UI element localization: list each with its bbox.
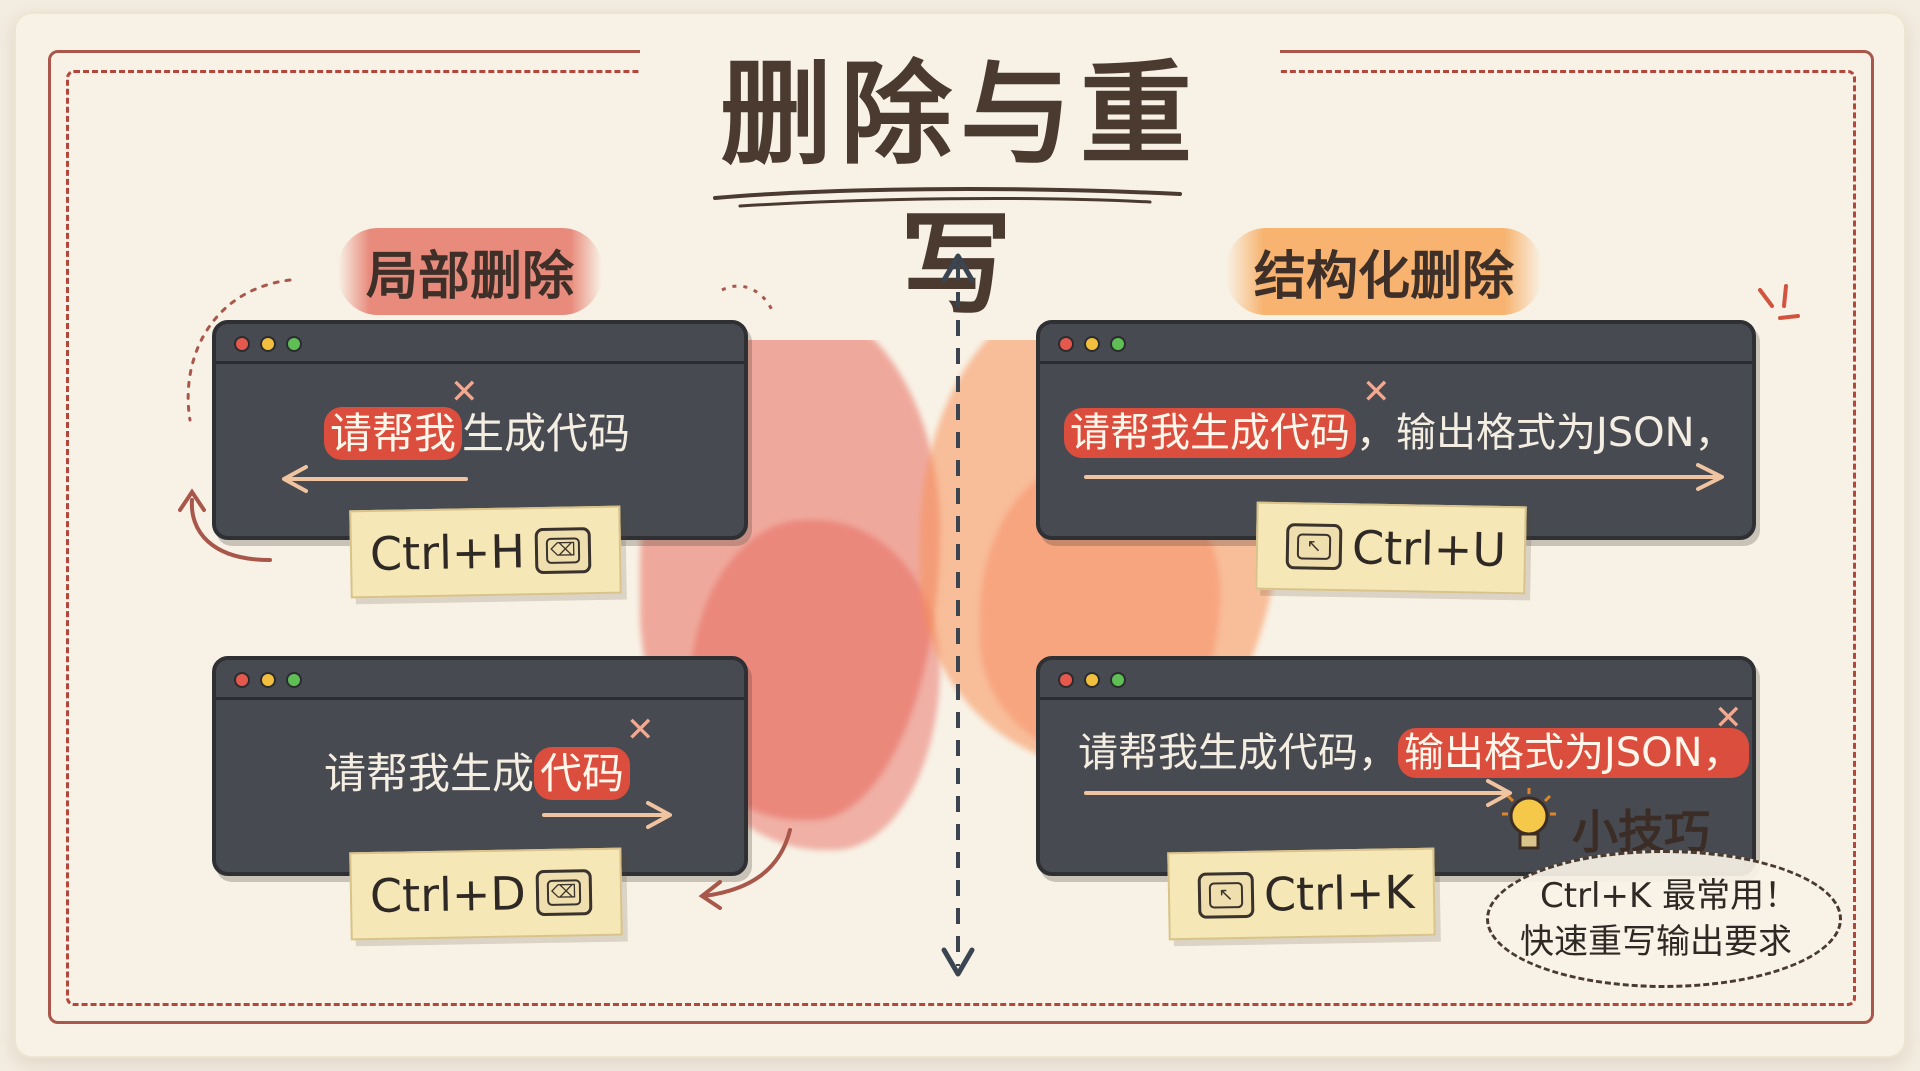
curved-dotted-arrow-doodle <box>178 278 292 562</box>
terminal-window-ctrl-h: 请帮我生成代码 ✕ <box>212 320 748 540</box>
tip-text-line-2: 快速重写输出要求 <box>1520 922 1792 962</box>
section-label-local-delete: 局部删除 <box>338 228 603 315</box>
close-dot-icon <box>1058 336 1074 352</box>
shortcut-label: Ctrl+H <box>369 524 526 582</box>
backspace-key-icon: ⌫ <box>535 869 593 917</box>
plain-text: 请帮我生成 <box>324 749 535 798</box>
cursor-key-icon: ↖ <box>1197 871 1255 919</box>
sparkle-doodle <box>721 284 774 311</box>
shortcut-card-ctrl-k: ↖ Ctrl+K <box>1167 847 1436 941</box>
minimize-dot-icon <box>1084 672 1100 688</box>
minimize-dot-icon <box>1084 336 1100 352</box>
close-dot-icon <box>234 336 250 352</box>
close-dot-icon <box>234 672 250 688</box>
page-title: 删除与重写 <box>640 40 1280 340</box>
highlighted-text: 请帮我 <box>324 407 463 460</box>
section-label-structured-delete: 结构化删除 <box>1226 228 1543 315</box>
window-titlebar <box>1040 660 1752 700</box>
sparkle-doodle <box>1758 284 1800 320</box>
window-titlebar <box>1040 324 1752 364</box>
highlighted-text: 代码 <box>534 747 631 800</box>
right-arrow-icon <box>542 801 672 829</box>
backspace-key-icon: ⌫ <box>534 527 592 575</box>
maximize-dot-icon <box>1110 336 1126 352</box>
shortcut-card-ctrl-d: Ctrl+D ⌫ <box>349 847 623 941</box>
delete-x-icon: ✕ <box>1362 372 1391 412</box>
center-divider-arrow <box>941 253 975 977</box>
highlighted-text: 请帮我生成代码 <box>1064 408 1356 458</box>
prompt-text: 请帮我生成代码 <box>324 400 630 461</box>
terminal-window-ctrl-u: 请帮我生成代码，输出格式为JSON， ✕ <box>1036 320 1756 540</box>
tip-bubble <box>1486 850 1842 988</box>
curved-arrow-doodle <box>698 828 792 910</box>
plain-text: ，输出格式为JSON， <box>1356 410 1735 456</box>
left-arrow-icon <box>282 465 468 493</box>
tip-text-line-1: Ctrl+K 最常用！ <box>1540 876 1799 916</box>
window-titlebar <box>216 324 744 364</box>
window-titlebar <box>216 660 744 700</box>
title-area: 删除与重写 <box>640 40 1280 340</box>
terminal-window-ctrl-d: 请帮我生成代码 ✕ <box>212 656 748 876</box>
shortcut-label: Ctrl+U <box>1351 520 1507 578</box>
maximize-dot-icon <box>286 336 302 352</box>
prompt-text: 请帮我生成代码，输出格式为JSON， <box>1078 720 1749 778</box>
plain-text: 生成代码 <box>462 409 631 458</box>
shortcut-card-ctrl-h: Ctrl+H ⌫ <box>349 505 622 599</box>
right-arrow-icon <box>1084 779 1512 807</box>
delete-x-icon: ✕ <box>450 372 479 412</box>
plain-text: 请帮我生成代码， <box>1078 730 1398 776</box>
highlighted-text: 输出格式为JSON， <box>1398 728 1749 778</box>
shortcut-label: Ctrl+D <box>369 866 527 924</box>
lightbulb-icon <box>1502 788 1556 850</box>
shortcut-label: Ctrl+K <box>1263 865 1416 922</box>
minimize-dot-icon <box>260 672 276 688</box>
prompt-text: 请帮我生成代码，输出格式为JSON， <box>1064 400 1735 458</box>
title-underline <box>713 187 1182 208</box>
minimize-dot-icon <box>260 336 276 352</box>
close-dot-icon <box>1058 672 1074 688</box>
delete-x-icon: ✕ <box>1714 698 1743 738</box>
maximize-dot-icon <box>1110 672 1126 688</box>
shortcut-card-ctrl-u: ↖ Ctrl+U <box>1255 501 1527 595</box>
delete-x-icon: ✕ <box>626 710 655 750</box>
prompt-text: 请帮我生成代码 <box>324 740 631 801</box>
maximize-dot-icon <box>286 672 302 688</box>
cursor-key-icon: ↖ <box>1285 523 1343 571</box>
right-arrow-icon <box>1084 463 1724 491</box>
